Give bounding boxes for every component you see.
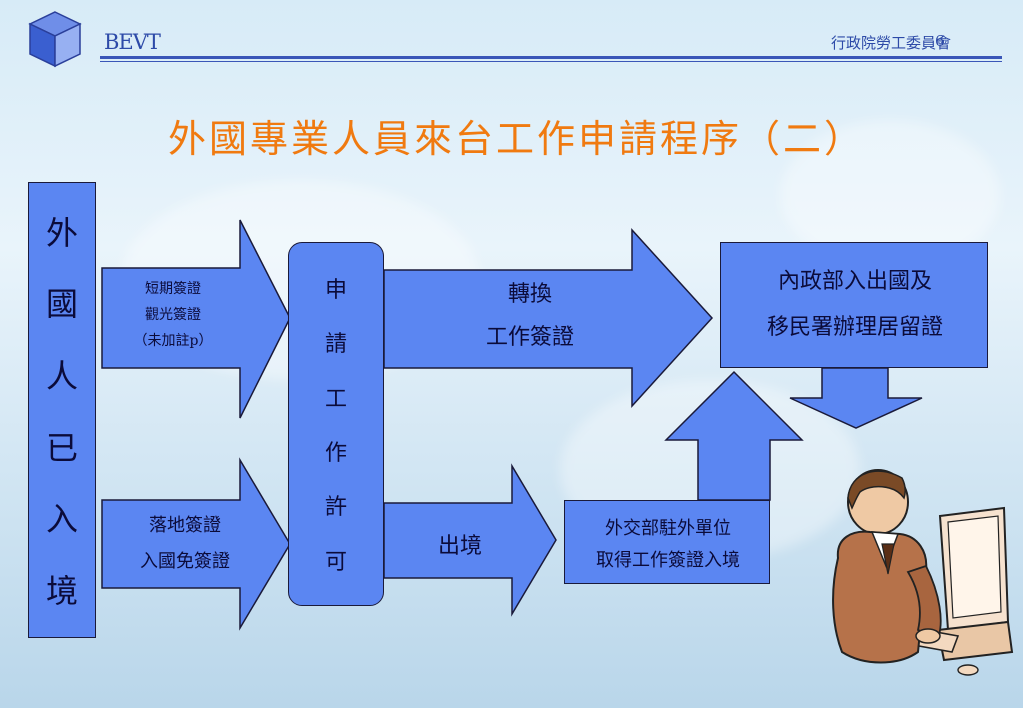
vertical-char: 入	[45, 500, 78, 539]
short-visa-label: 短期簽證 觀光簽證 （未加註p）	[108, 276, 238, 354]
arrow-landing-visa-shape	[101, 457, 291, 631]
landing-visa-label: 落地簽證 入國免簽證	[108, 508, 262, 580]
foreign-ministry-label: 外交部駐外單位 取得工作簽證入境	[565, 513, 771, 577]
header-divider	[100, 56, 1002, 59]
work-visa-line: 工作簽證	[485, 325, 574, 350]
arrow-short-visa-shape	[101, 219, 291, 419]
arrow-up-shape	[664, 370, 804, 501]
slide-title: 外國專業人員來台工作申請程序（二）	[168, 117, 866, 161]
foreigner-entered-box: 外 國 人 已 入 境	[28, 182, 96, 638]
exit-label: 出境	[437, 534, 482, 559]
organization-name: 行政院勞工委員會	[830, 34, 951, 52]
cube-logo-icon	[28, 11, 82, 68]
vertical-char: 人	[45, 357, 78, 396]
tourist-visa-line: 觀光簽證	[145, 307, 201, 323]
vertical-char: 作	[324, 441, 347, 467]
vertical-char: 境	[45, 572, 78, 611]
foreigner-entered-label: 外 國 人 已 入 境	[29, 183, 95, 637]
header-divider-thin	[100, 61, 1002, 62]
immigration-agency-label: 內政部入出國及 移民署辦理居留證	[721, 259, 989, 351]
man-at-computer-illustration	[832, 469, 1014, 676]
arrow-down-shape	[789, 367, 923, 429]
convert-visa-label: 轉換 工作簽證	[450, 280, 610, 366]
immigration-agency-box: 內政部入出國及 移民署辦理居留證	[720, 242, 988, 368]
apply-work-permit-label: 申 請 工 作 許 可	[289, 243, 383, 605]
overseas-mission-line: 外交部駐外單位	[605, 518, 731, 539]
residence-permit-line: 移民署辦理居留證	[766, 315, 943, 340]
vertical-char: 外	[45, 213, 78, 252]
brand-text: BEVT	[104, 30, 161, 54]
obtain-visa-entry-line: 取得工作簽證入境	[596, 550, 740, 571]
landing-visa-line: 落地簽證	[149, 515, 221, 536]
arrow-exit-shape	[383, 463, 557, 617]
page-number: 6	[935, 32, 945, 50]
short-visa-line: 短期簽證	[145, 281, 201, 297]
ministry-interior-line: 內政部入出國及	[777, 269, 932, 294]
convert-line: 轉換	[507, 282, 552, 307]
vertical-char: 可	[324, 549, 347, 575]
visa-exempt-line: 入國免簽證	[140, 551, 230, 572]
vertical-char: 申	[324, 278, 347, 304]
foreign-ministry-box: 外交部駐外單位 取得工作簽證入境	[564, 500, 770, 584]
vertical-char: 請	[324, 332, 347, 358]
vertical-char: 許	[324, 495, 347, 521]
no-p-note-line: （未加註p）	[133, 333, 213, 349]
arrow-convert-shape	[383, 228, 714, 408]
vertical-char: 國	[45, 285, 78, 324]
vertical-char: 已	[45, 428, 78, 467]
apply-work-permit-box: 申 請 工 作 許 可	[288, 242, 384, 606]
vertical-char: 工	[324, 386, 347, 412]
